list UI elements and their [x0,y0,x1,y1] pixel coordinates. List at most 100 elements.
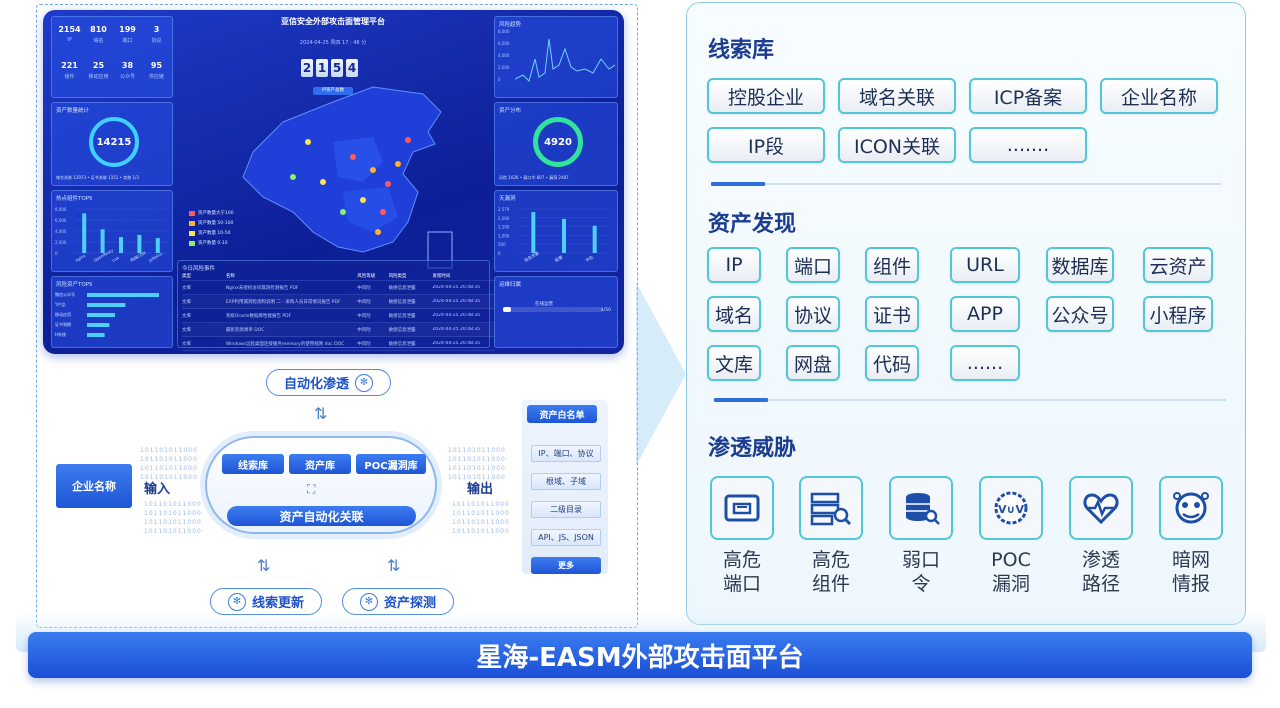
table-cell: 中风险 [357,313,371,319]
bar [82,213,87,253]
table-cell: 敏感信息泄露 [388,327,416,333]
ops-value: 4/50 [600,308,611,313]
threat-label: 高危端口 [702,548,782,596]
legend-swatch [189,230,195,236]
radiation-icon: ✻ [355,373,373,392]
whitelist-item: IP、端口、协议 [531,445,601,462]
stat-label: 移动应用 [88,74,109,80]
up-down-arrow-icon: ⇅ [314,404,328,423]
table-cell: 文库 [182,313,191,319]
hbar-label: 移动应用 [55,311,71,317]
clue-tag: IP段 [707,127,825,163]
china-map [242,86,453,269]
counter-caption: IP资产总数 [313,87,353,95]
clue-tag: ....... [969,127,1087,163]
table-header-row: 类型名称风险等级风险类型发现时间 [182,271,495,281]
stat-value: 95 [150,61,163,70]
threat-label-line2: 组件 [811,573,850,595]
counter-digit: 5 [331,59,343,77]
clue-tag: 控股企业 [707,78,825,114]
table-cell: Nginx未授权访问漏洞检测报告 PDF [225,285,299,291]
ops-item: 在线运营 [535,302,553,307]
legend-swatch [189,210,195,216]
asset-tag: 文库 [707,345,761,381]
enterprise-name-box: 企业名称 [56,464,132,508]
table-header-cell: 发现时间 [432,273,451,279]
y-tick-label: 0 [55,251,58,256]
stat-label: 公众号 [119,74,135,80]
hbar-bar [87,333,105,337]
table-cell: 2024-04-25 20:48:35 [432,285,481,290]
asset-detect-pill: ✻ 资产探测 [342,588,454,615]
asset-tag: 小程序 [1143,296,1213,332]
y-tick-label: 0 [498,251,501,256]
dark-web-icon [1159,476,1223,540]
asset-tag: 网盘 [786,345,840,381]
trend-ytick: 6,000 [498,41,510,46]
stat-label: IP [67,37,72,43]
threat-label-line1: 高危 [811,549,850,571]
table-cell: 文库 [182,327,191,333]
divider-2 [714,398,1226,402]
asset-panel-title: 资产数量统计 [56,108,90,114]
input-label: 输入 [144,482,171,497]
threat-label-line1: 渗透 [1081,549,1120,571]
legend-item: 资产数量 50-100 [189,218,234,228]
legend-swatch [189,220,195,226]
x-tick-label: nginx [74,253,87,263]
bar [155,238,160,253]
table-cell: 2024-04-25 20:48:35 [432,341,481,346]
asset-tag: 协议 [786,296,840,332]
asset-ring: 14215 [89,117,139,167]
table-header-cell: 类型 [182,273,191,279]
table-cell: 文库 [182,299,191,305]
legend-label: 资产数量 10-50 [198,231,231,236]
up-down-arrow-icon-left: ⇅ [257,556,271,575]
table-cell: 文库 [182,285,191,291]
stat-value: 3 [153,25,160,34]
threat-label-line1: 弱口 [901,549,940,571]
legend-label: 资产数量 0-10 [198,241,228,246]
stat-value: 25 [92,61,105,70]
hbar-label: H系统 [55,331,66,337]
y-tick-label: 4,000 [55,229,67,234]
threat-label-line2: 漏洞 [991,573,1030,595]
top5-title: 热点组件TOP5 [56,196,93,202]
asset-tag: 端口 [786,247,840,283]
threat-label-line2: 路径 [1081,573,1120,595]
table-cell: 2024-04-25 20:48:35 [432,313,481,318]
clue-update-pill: ✻ 线索更新 [210,588,322,615]
y-tick-label: 8,000 [55,207,67,212]
map-hotspots [290,137,411,235]
asset-discovery-title: 资产发现 [708,212,797,237]
threat-label: 暗网情报 [1151,548,1231,596]
radiation-icon: ✻ [359,592,378,611]
legend-swatch [189,240,195,246]
legend-item: 资产数量大于100 [189,208,234,218]
y-tick-label: 2,579 [498,207,510,212]
penetration-path-icon [1069,476,1133,540]
component-icon [799,476,863,540]
table-cell: 2024-04-25 20:48:35 [432,299,481,304]
bar [100,229,105,253]
y-tick-label: 500 [498,242,506,247]
legend-item: 资产数量 10-50 [189,228,234,238]
stat-label: 端口 [122,38,133,44]
counter-digit: 2 [301,59,313,77]
asset-tag: 数据库 [1046,247,1114,283]
clue-update-label: 线索更新 [251,596,304,611]
